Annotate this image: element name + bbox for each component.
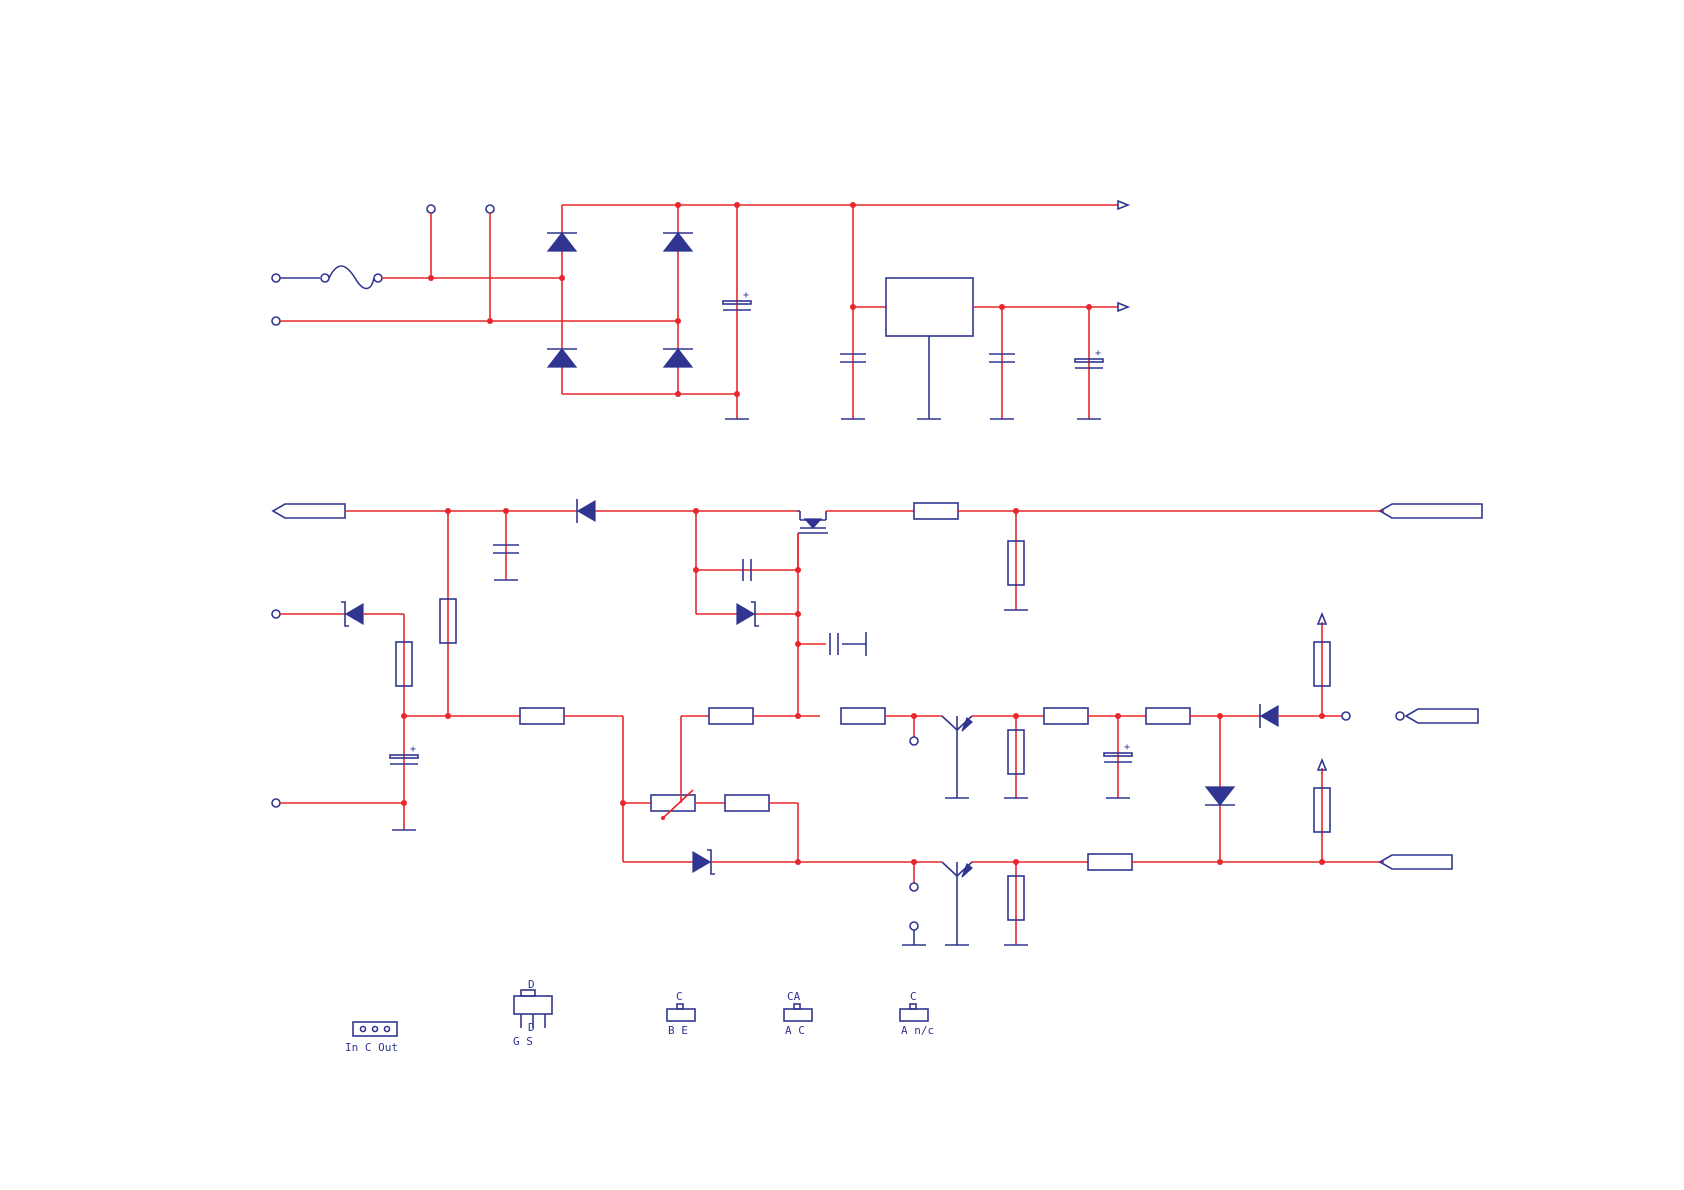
clamp-diode (1205, 787, 1235, 805)
test-point-2 (486, 205, 494, 213)
test-point-4 (910, 883, 918, 891)
bridge-diode-2 (663, 233, 693, 251)
resistor-out-3 (1088, 854, 1132, 870)
bridge-diode-1 (547, 233, 577, 251)
npn-transistor-bottom (942, 862, 972, 945)
npn-transistor-top (942, 716, 972, 798)
resistor-base-top (841, 708, 885, 724)
diode-pair-ac-label: A C (785, 1024, 805, 1037)
resistor-mid-2 (709, 708, 753, 724)
bridge-diode-4 (663, 349, 693, 367)
input-terminal-b (272, 799, 280, 807)
footprints-legend: In C Out D D G S C B E CA A C C A n/c (345, 978, 934, 1054)
mosfet-footprint: D D G S (513, 978, 552, 1048)
input-zener (341, 602, 363, 626)
control-circuit-section (272, 499, 1482, 945)
ac-input-terminal-2 (272, 317, 280, 325)
diode-pair-footprint: CA A C (784, 990, 812, 1037)
npn-c-label: C (676, 990, 683, 1003)
test-point-5 (910, 922, 918, 930)
connector-right-bottom (1380, 855, 1452, 869)
mosfet-drain-label: D (528, 978, 535, 991)
connector-right-mid (1406, 709, 1478, 723)
diode-single-c-label: C (910, 990, 917, 1003)
resistor-out-1 (1044, 708, 1088, 724)
resistor-top-series (914, 503, 958, 519)
output-diode (1260, 704, 1278, 728)
mosfet-d-label: D (528, 1021, 535, 1034)
resistor-mid-1 (520, 708, 564, 724)
diode-single-footprint: C A n/c (900, 990, 934, 1037)
test-point-3 (910, 737, 918, 745)
output-arrow-regulated (1118, 303, 1128, 311)
output-terminal (1342, 712, 1350, 720)
output-arrow-raw (1118, 201, 1128, 209)
mosfet-symbol (797, 511, 828, 568)
regulator-footprint: In C Out (345, 1022, 398, 1054)
test-point-1 (427, 205, 435, 213)
npn-be-label: B E (668, 1024, 688, 1037)
npn-footprint: C B E (667, 990, 695, 1037)
diode-pair-ca-label: CA (787, 990, 801, 1003)
mosfet-gs-label: G S (513, 1035, 533, 1048)
regulator-pin-label: In C Out (345, 1041, 398, 1054)
resistor-feedback (725, 795, 769, 811)
bridge-diode-3 (547, 349, 577, 367)
series-diode (577, 499, 595, 523)
ac-input-terminal-1 (272, 274, 280, 282)
fuse-symbol (321, 266, 382, 289)
resistor-out-2 (1146, 708, 1190, 724)
bridge-rectifier (547, 205, 737, 397)
connector-right-top (1380, 504, 1482, 518)
power-supply-section (272, 201, 1128, 419)
voltage-regulator (886, 278, 973, 336)
connector-pin (1396, 712, 1404, 720)
input-terminal-a (272, 610, 280, 618)
gate-zener (737, 602, 759, 626)
diode-single-anc-label: A n/c (901, 1024, 934, 1037)
connector-left-top (273, 504, 345, 518)
gate-cap-2 (830, 633, 838, 655)
